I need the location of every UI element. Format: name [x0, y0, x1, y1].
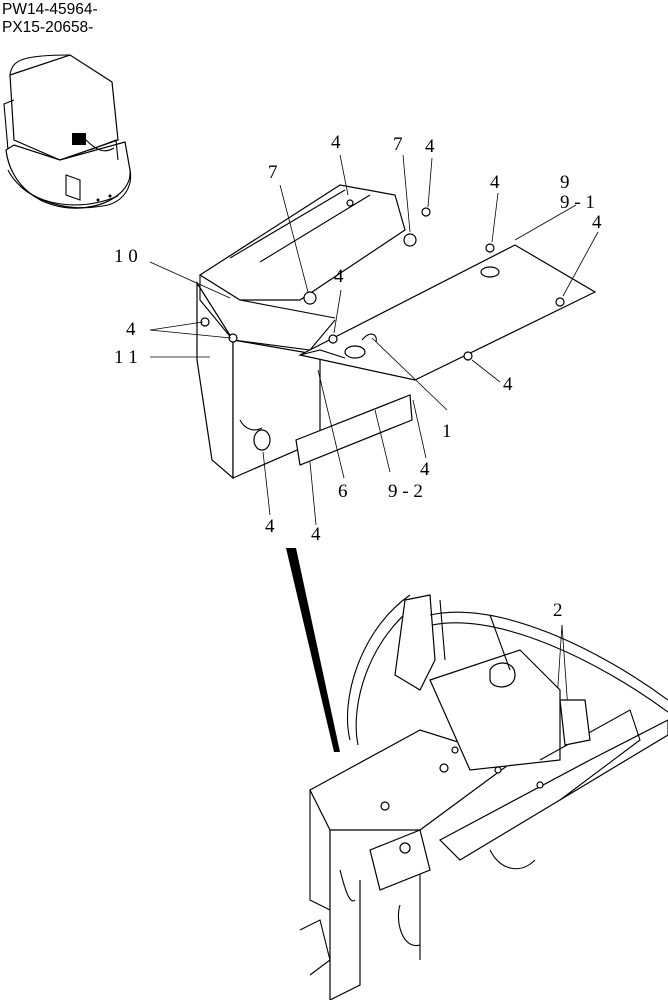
callout-6: 6 [338, 481, 348, 502]
callout-9-2: 9 - 2 [388, 481, 423, 502]
callout-9: 9 [560, 172, 570, 193]
serial-range-1: PW14-45964- [2, 1, 98, 18]
callout-4: 4 [126, 319, 136, 340]
callout-4: 4 [334, 266, 344, 287]
leader-lines [149, 154, 599, 716]
callout-4: 4 [265, 516, 275, 537]
callout-4: 4 [311, 524, 321, 545]
callout-4: 4 [490, 172, 500, 193]
callout-labels: 4 7 7 4 4 9 9 - 1 4 1 0 4 4 1 1 4 1 4 6 … [114, 132, 602, 621]
callout-11: 1 1 [114, 347, 138, 368]
callout-1: 1 [442, 421, 452, 442]
callout-4: 4 [331, 132, 341, 153]
callout-10: 1 0 [114, 246, 138, 267]
installed-view [299, 594, 668, 1000]
callout-9-1: 9 - 1 [560, 192, 595, 213]
callout-2: 2 [553, 600, 563, 621]
callout-4: 4 [420, 459, 430, 480]
callout-4: 4 [503, 374, 513, 395]
callout-4: 4 [592, 212, 602, 233]
callout-4: 4 [425, 136, 435, 157]
callout-7: 7 [268, 162, 278, 183]
cab-thumbnail [3, 54, 132, 209]
location-arrow [286, 548, 340, 752]
seat-base-assembly [196, 184, 597, 480]
serial-range-2: PX15-20658- [2, 19, 94, 36]
callout-7: 7 [393, 134, 403, 155]
